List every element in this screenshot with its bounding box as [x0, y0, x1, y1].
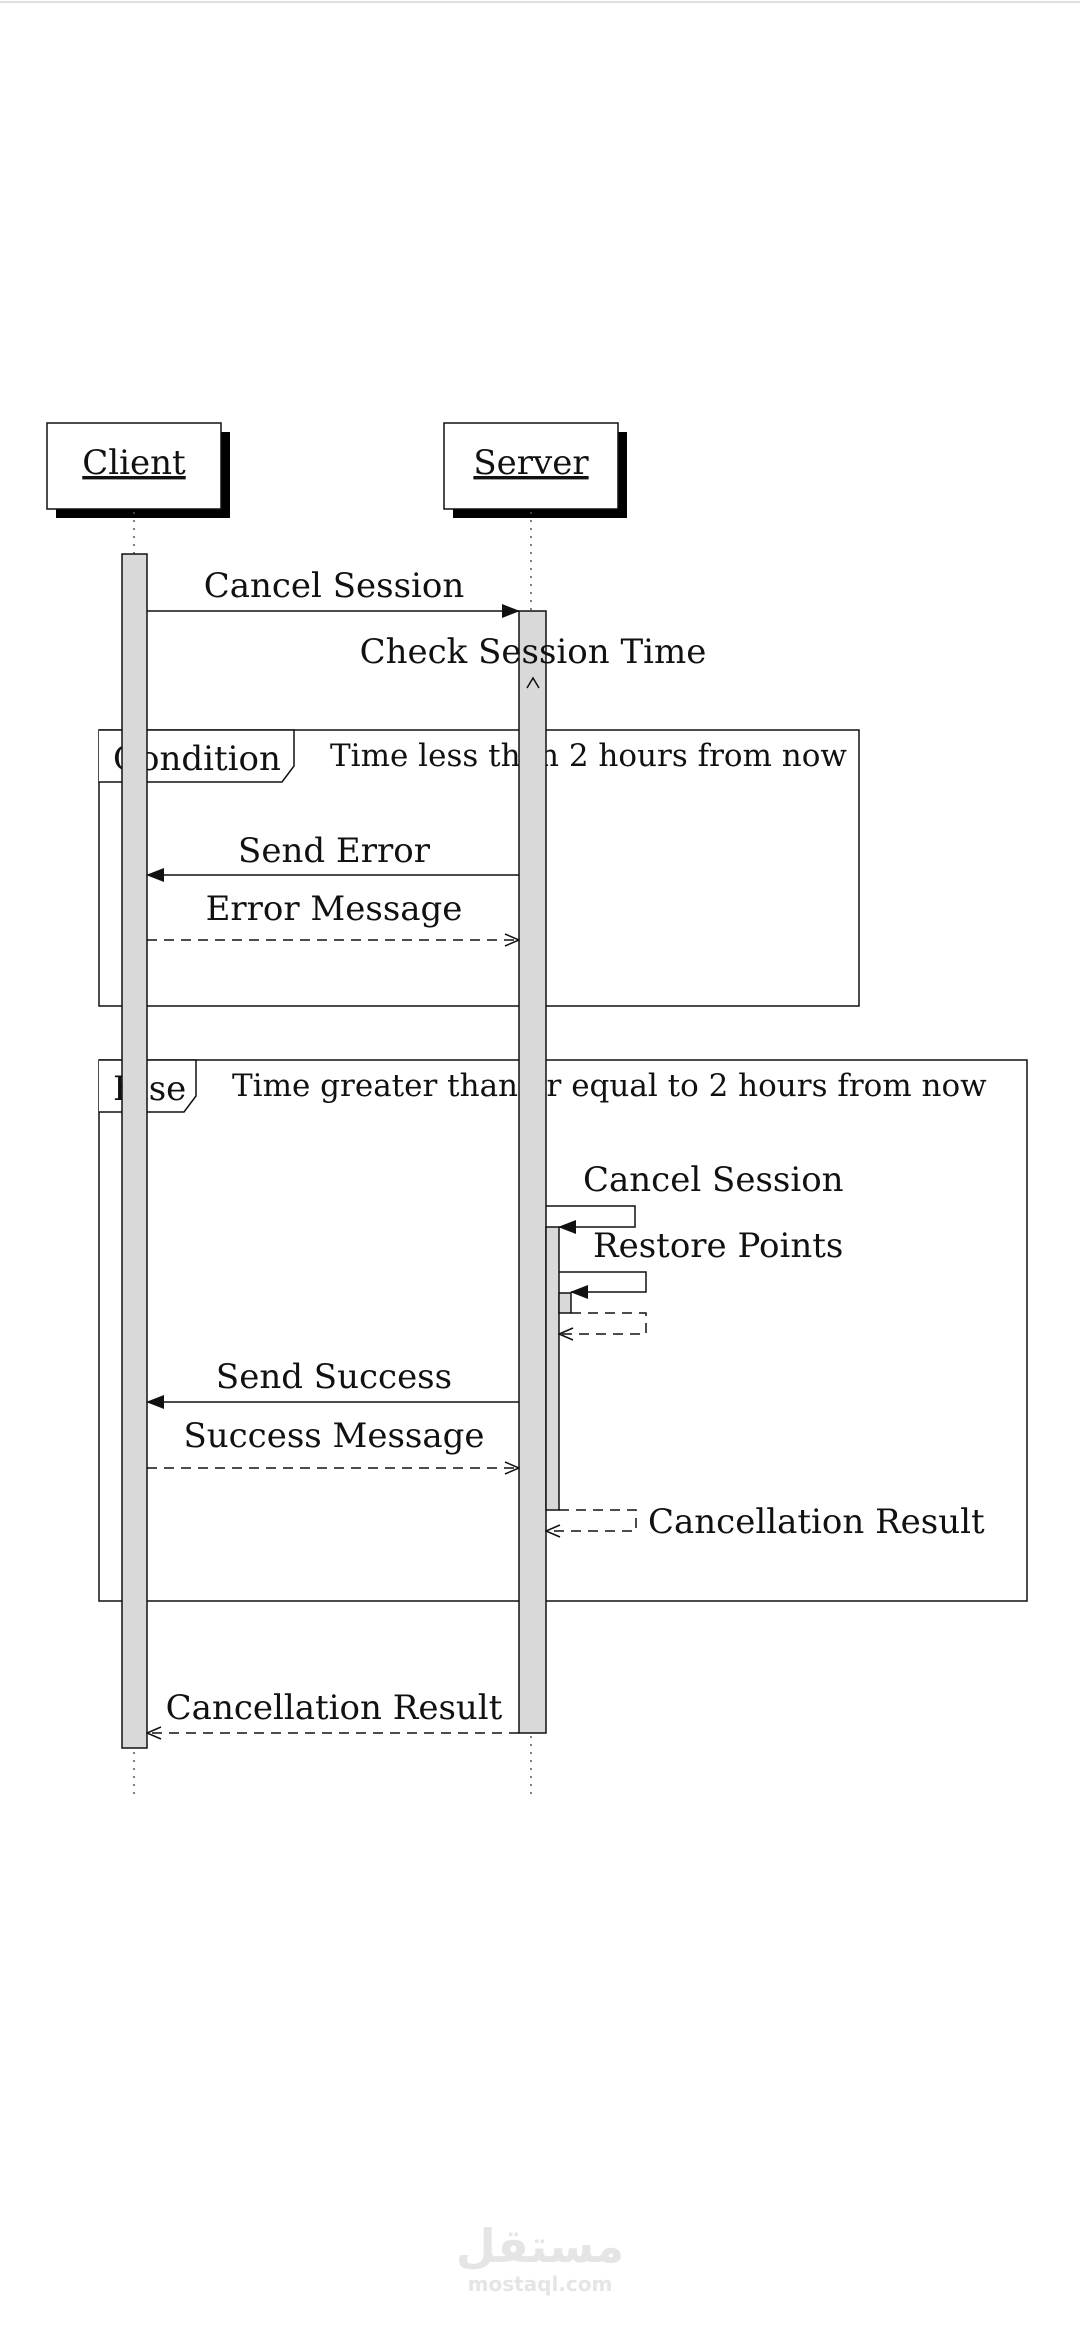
msg-send-error-label: Send Error — [238, 831, 431, 871]
client-box — [46, 422, 222, 510]
msg-restore-points-label: Restore Points — [593, 1226, 843, 1266]
msg-send-success-label: Send Success — [216, 1357, 452, 1397]
cancellation-result-inner-arrow — [546, 1509, 637, 1531]
condition-guard: Time less than 2 hours from now — [330, 738, 847, 774]
watermark: مستقل mostaql.com — [456, 2219, 624, 2296]
participant-server: Server — [443, 422, 627, 518]
server-nested-activation-cancel — [545, 1226, 560, 1511]
msg-self-cancel-session-label: Cancel Session — [583, 1160, 844, 1200]
check-session-return-arrow — [526, 676, 540, 689]
server-box — [443, 422, 619, 510]
restore-points-return-arrow — [559, 1312, 647, 1334]
cancellation-result-inner-label: Cancellation Result — [648, 1502, 985, 1542]
participant-client: Client — [46, 422, 230, 518]
cancellation-result-final-label: Cancellation Result — [166, 1688, 503, 1728]
msg-self-cancel-session-arrow — [546, 1205, 636, 1234]
client-activation — [121, 553, 148, 1749]
msg-error-message-label: Error Message — [206, 889, 463, 929]
msg-success-message-label: Success Message — [183, 1416, 484, 1456]
condition-frame — [98, 729, 860, 1007]
else-guard: Time greater than or equal to 2 hours fr… — [232, 1068, 987, 1104]
server-activation — [518, 610, 547, 1734]
else-frame — [98, 1059, 1028, 1602]
server-nested-activation-restore — [558, 1292, 572, 1314]
msg-check-session-time-label: Check Session Time — [360, 632, 707, 672]
msg-restore-points-arrow — [559, 1271, 647, 1299]
server-label: Server — [473, 443, 589, 483]
fragment-else: Else Time greater than or equal to 2 hou… — [98, 1059, 1028, 1602]
client-label: Client — [82, 443, 186, 483]
fragment-condition: Condition Time less than 2 hours from no… — [98, 729, 860, 1007]
watermark-logo: مستقل — [456, 2219, 624, 2273]
msg-cancel-session-label: Cancel Session — [204, 566, 465, 606]
watermark-site: mostaql.com — [468, 2272, 613, 2296]
